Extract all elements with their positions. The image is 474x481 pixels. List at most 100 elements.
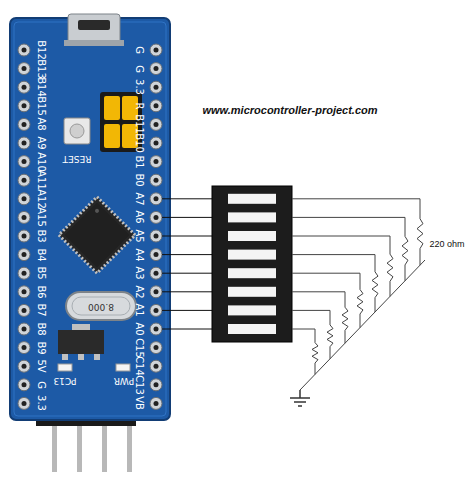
pin-hole [154,103,159,108]
wire [162,217,212,218]
silk-label: RESET [63,154,92,163]
pin-label: A4 [134,248,144,261]
pin-hole [22,66,27,71]
pin-pad [18,379,30,391]
voltage-regulator [58,324,104,360]
pin-hole [22,401,27,406]
pin-pad [150,44,162,56]
pin-hole [154,141,159,146]
resistor-symbol [387,236,393,296]
pin-pad [150,211,162,223]
pin-pad [150,137,162,149]
pin-label: A6 [134,211,144,224]
pin-label: C14 [134,356,144,376]
pin-label: B8 [36,322,46,335]
pin-label: A11 [36,170,46,190]
pin-label: A5 [134,229,144,242]
pin-pad [18,304,30,316]
pin-label: A8 [36,118,46,131]
led-segment [228,231,276,241]
pin-pad [150,379,162,391]
pin-label: B12 [36,40,46,60]
pin-hole [154,364,159,369]
pin-label: B10 [134,133,144,153]
pin-pad [18,211,30,223]
led-segment [228,268,276,278]
pin-pad [150,304,162,316]
pin-label: C13 [134,375,144,395]
pin-hole [22,234,27,239]
pin-hole [154,48,159,53]
pin-hole [22,159,27,164]
pin-hole [22,215,27,220]
wire [162,273,212,274]
pin-hole [154,85,159,90]
pin-hole [154,252,159,257]
resistor-symbol [342,292,348,343]
pin-label: R [134,102,144,109]
pin-pad [18,397,30,409]
pin-pad [150,286,162,298]
pin-pad [18,193,30,205]
pin-hole [154,382,159,387]
pin-hole [22,345,27,350]
wire [162,329,212,330]
pin-pad [18,286,30,298]
wire [162,291,212,292]
pin-pad [150,63,162,75]
pin-pad [18,156,30,168]
pin-label: A2 [134,285,144,298]
pin-hole [22,196,27,201]
led-bar-graph [212,186,292,342]
pin-hole [22,308,27,313]
led-segment [228,305,276,315]
led-segment [228,324,276,334]
resistor-value: 220 ohm [429,240,464,249]
pin-pad [18,137,30,149]
pin-label: B14 [36,77,46,97]
pin-label: B4 [36,248,46,261]
pin-pad [150,100,162,112]
wire [292,236,390,237]
usb-connector [64,14,124,46]
pin-hole [154,271,159,276]
pin-pad [18,249,30,261]
wire [292,198,420,199]
reset-button [64,118,90,144]
pin-label: C15 [134,338,144,358]
pin-pad [18,360,30,372]
pin-hole [154,122,159,127]
pin-hole [154,178,159,183]
pin-label: 3.3 [36,395,46,411]
pin-hole [22,85,27,90]
wire [292,217,405,218]
pin-hole [22,364,27,369]
pin-label: G [134,65,144,73]
pin-pad [150,267,162,279]
pin-label: B3 [36,229,46,242]
pin-hole [22,48,27,53]
watermark: www.microcontroller-project.com [202,105,377,116]
pin-label: B6 [36,285,46,298]
pin-hole [154,289,159,294]
pin-label: A15 [36,208,46,228]
pin-pad [150,118,162,130]
pin-pad [150,323,162,335]
pin-hole [22,289,27,294]
pin-pad [150,397,162,409]
pin-hole [154,196,159,201]
pin-pad [18,81,30,93]
pin-label: B5 [36,267,46,280]
pin-pad [18,342,30,354]
resistor-symbol [372,255,378,312]
pin-pad [18,267,30,279]
pin-hole [154,234,159,239]
resistor-symbol [402,217,408,280]
resistor-symbol [357,273,363,327]
wire [292,291,345,292]
pin-pad [18,63,30,75]
led-wires [162,199,212,329]
pin-hole [22,252,27,257]
pin-label: B0 [134,174,144,187]
